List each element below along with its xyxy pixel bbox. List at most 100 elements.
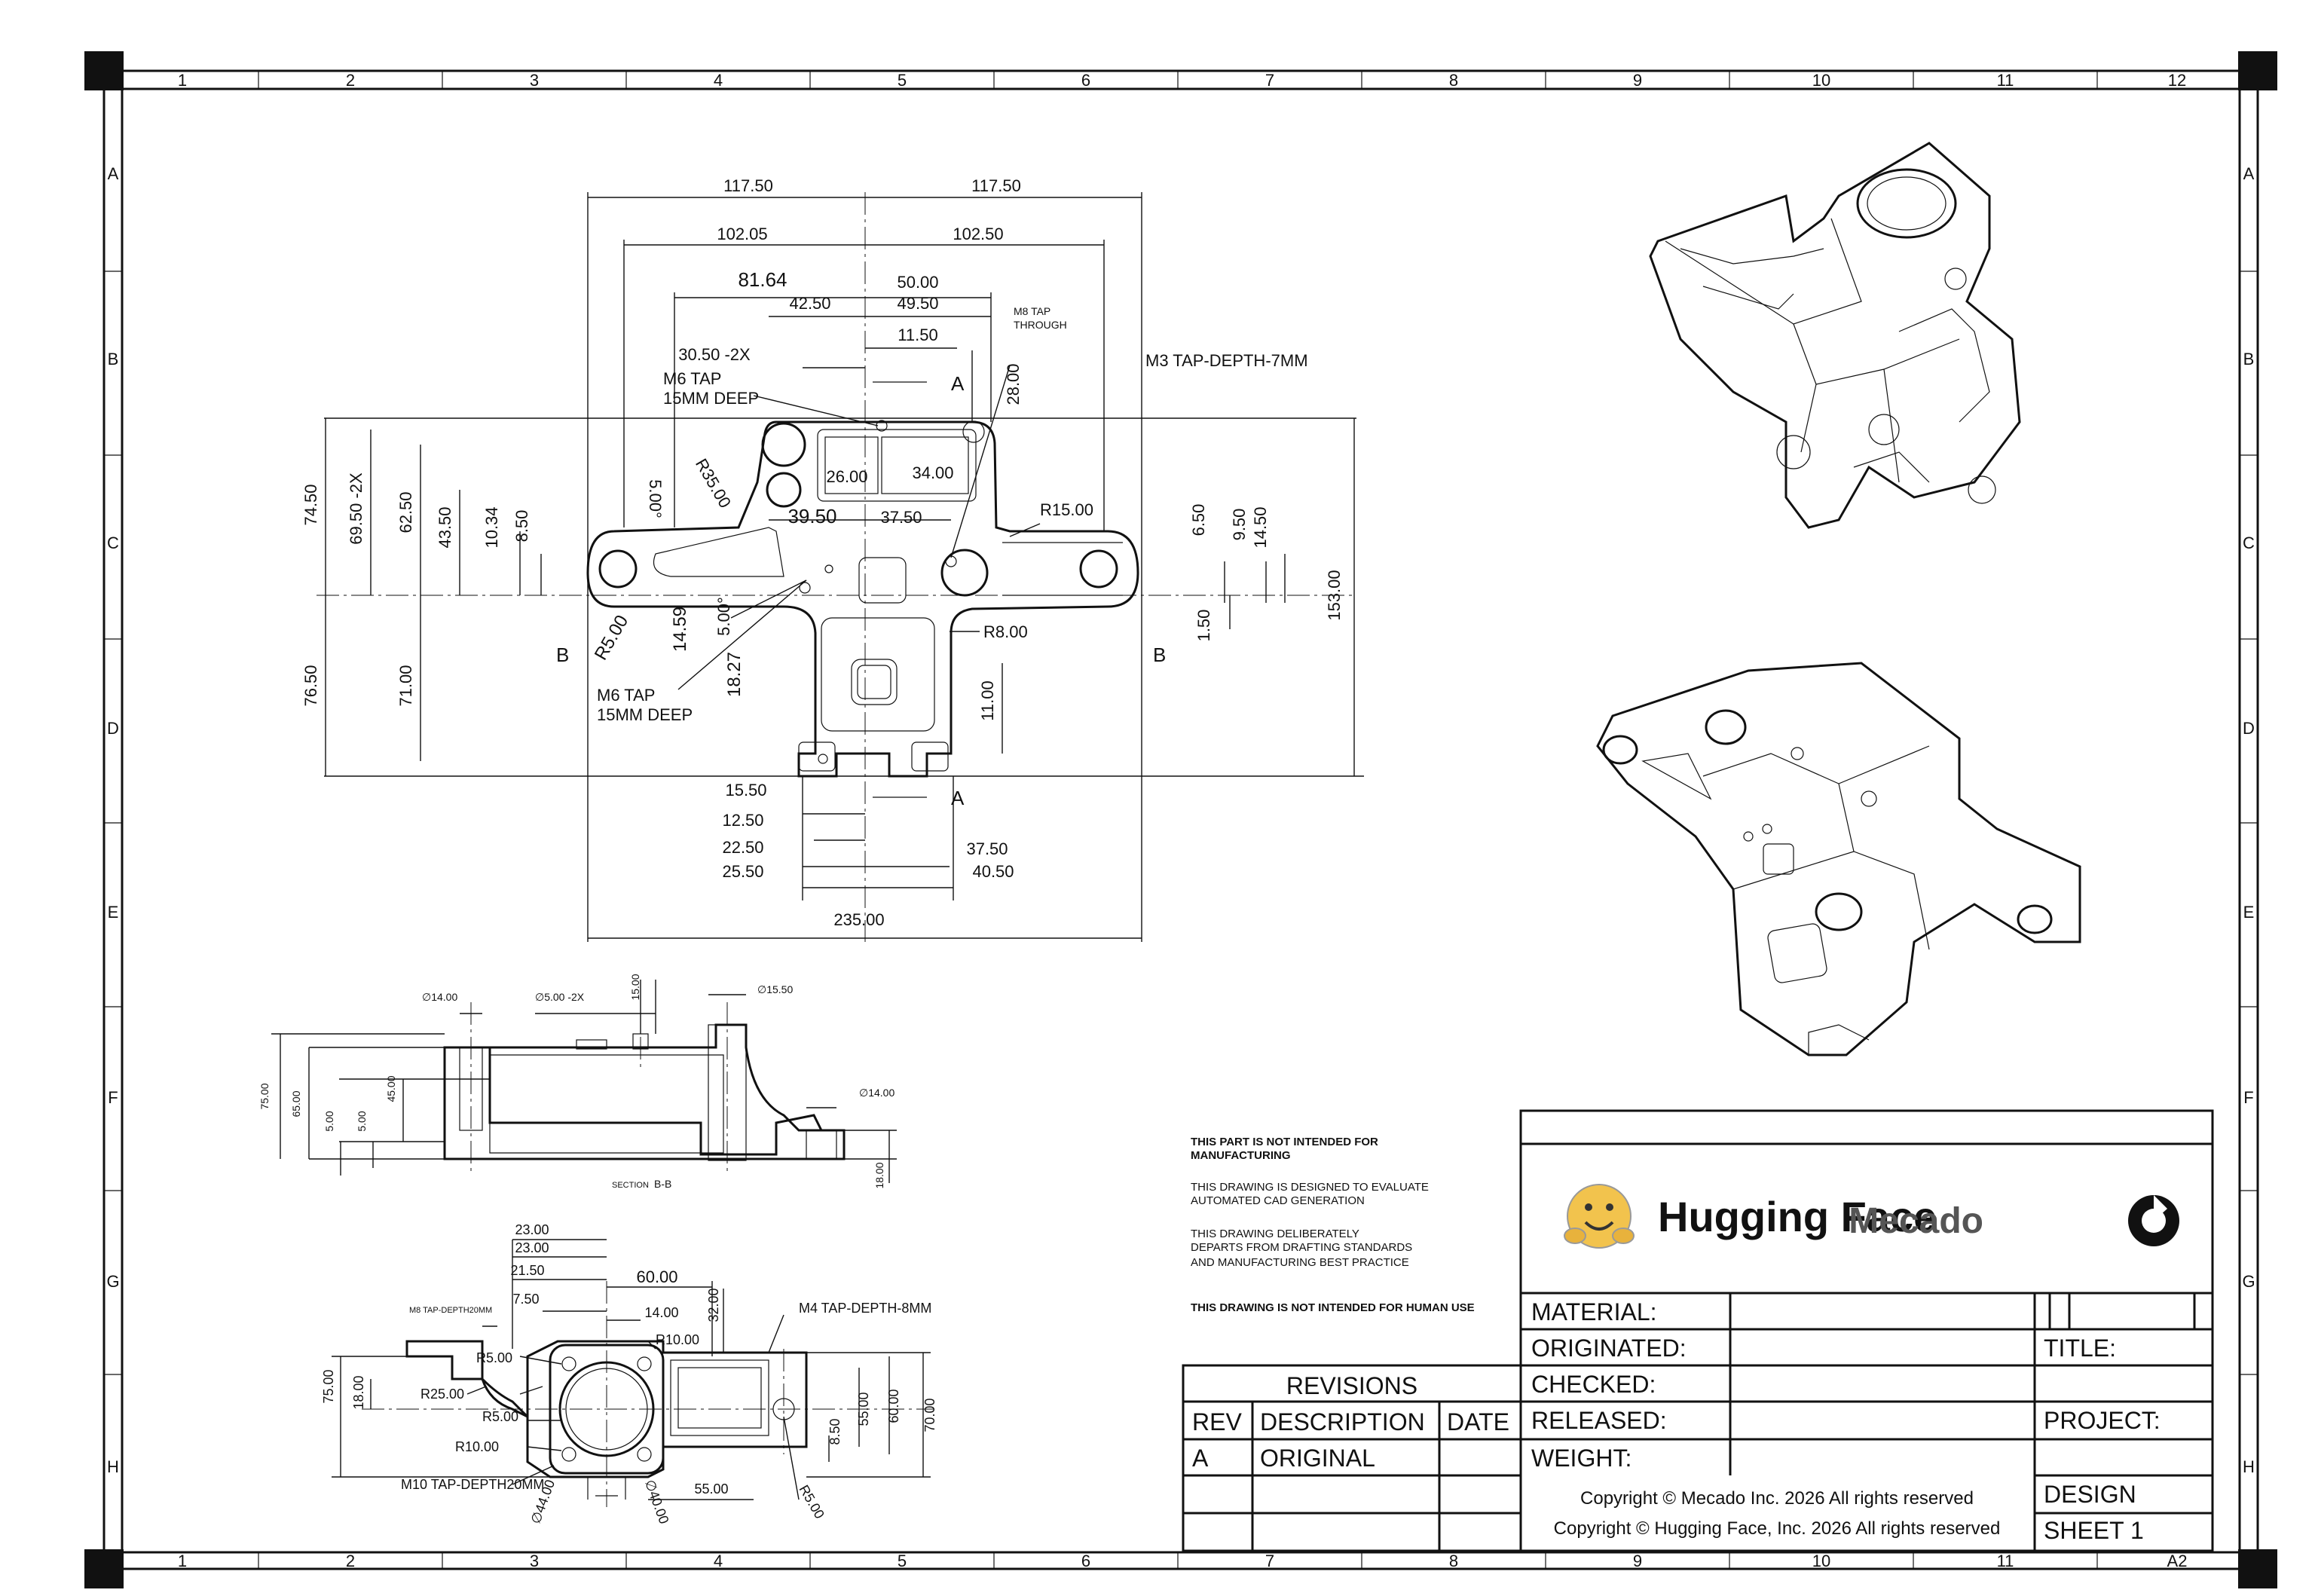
zone-row-e-right: E (2243, 903, 2255, 922)
sec-dia-14-right: ∅14.00 (859, 1087, 895, 1099)
zone-col-8-bottom: 8 (1449, 1552, 1458, 1570)
dim-8-50: 8.50 (512, 510, 531, 543)
side-radius-10-top: R10.00 (656, 1332, 699, 1347)
copyright-mecado: Copyright © Mecado Inc. 2026 All rights … (1580, 1488, 1974, 1509)
label-design: DESIGN (2044, 1481, 2136, 1508)
section-mark-b-right: B (1153, 644, 1166, 666)
note-m6-tap-top-line1: M6 TAP (663, 369, 721, 388)
sec-dim-75: 75.00 (258, 1083, 271, 1109)
side-dim-18: 18.00 (351, 1375, 366, 1409)
zone-col-7-bottom: 7 (1265, 1552, 1274, 1570)
zone-col-10: 10 (1812, 71, 1830, 90)
dim-49: 49.50 (897, 294, 938, 313)
zone-row-d-right: D (2243, 719, 2255, 738)
brand-hugging-face: Hugging Face (1658, 1193, 1937, 1240)
section-title-prefix: SECTION (612, 1181, 649, 1190)
zone-col-3: 3 (530, 71, 539, 90)
revisions-block: REVISIONS REV DESCRIPTION DATE A ORIGINA… (1182, 1364, 1522, 1552)
front-view-outline (586, 420, 1139, 778)
corner-mark-tr (2238, 51, 2277, 90)
note-4: THIS DRAWING IS NOT INTENDED FOR HUMAN U… (1191, 1301, 1475, 1314)
label-project: PROJECT: (2044, 1407, 2161, 1434)
dim-117-left: 117.50 (723, 176, 773, 195)
side-dim-23-b: 23.00 (515, 1240, 549, 1255)
title-block: Hugging Face Mecado MATERIAL: ORIGINATED… (1519, 1109, 2214, 1552)
dim-1-50: 1.50 (1194, 610, 1213, 642)
dim-39: 39.50 (787, 505, 836, 527)
note-2-line-1: THIS DRAWING IS DESIGNED TO EVALUATE (1191, 1181, 1429, 1194)
note-3-line-3: AND MANUFACTURING BEST PRACTICE (1191, 1256, 1409, 1269)
drawing-notes: THIS PART IS NOT INTENDED FOR MANUFACTUR… (1191, 1136, 1475, 1314)
brand-mecado: Mecado (1849, 1201, 1983, 1241)
section-mark-a-top: A (951, 372, 965, 395)
zone-labels-left: A B C D E F G H (106, 164, 119, 1476)
dim-25-50: 25.50 (722, 862, 763, 881)
side-dim-60: 60.00 (636, 1267, 677, 1286)
dim-6-50: 6.50 (1189, 504, 1208, 537)
radius-8: R8.00 (983, 622, 1028, 641)
note-1-line-2: MANUFACTURING (1191, 1149, 1291, 1162)
zone-row-c-right: C (2243, 534, 2255, 552)
dim-14-50: 14.50 (1251, 506, 1270, 548)
zone-row-g-right: G (2242, 1272, 2255, 1291)
note-1-line-1: THIS PART IS NOT INTENDED FOR (1191, 1136, 1378, 1148)
zone-col-6: 6 (1081, 71, 1090, 90)
zone-col-9: 9 (1633, 71, 1642, 90)
isometric-view-top (1649, 142, 2021, 529)
zone-row-b-right: B (2243, 350, 2255, 368)
note-m3-tap: M3 TAP-DEPTH-7MM (1145, 351, 1308, 370)
zone-row-f: F (108, 1088, 118, 1107)
revisions-heading: REVISIONS (1286, 1372, 1417, 1399)
sec-dim-5-right: 5.00 (356, 1111, 368, 1131)
zone-col-6-bottom: 6 (1081, 1552, 1090, 1570)
dim-30-2x: 30.50 -2X (678, 345, 751, 364)
zone-row-d: D (107, 719, 119, 738)
zone-col-4: 4 (714, 71, 723, 90)
revisions-col-date: DATE (1447, 1408, 1509, 1435)
dim-62: 62.50 (396, 491, 415, 533)
zone-col-5: 5 (898, 71, 907, 90)
side-dim-60-vertical: 60.00 (886, 1389, 901, 1423)
side-radius-5-top: R5.00 (476, 1350, 512, 1365)
note-m6-tap-top-line2: 15MM DEEP (663, 389, 759, 408)
dim-14-59: 14.59 (670, 607, 690, 652)
zone-row-g: G (106, 1272, 119, 1291)
front-view-holes (598, 420, 1118, 764)
sec-dia-14-top: ∅14.00 (422, 991, 457, 1003)
dim-26: 26.00 (826, 467, 867, 486)
label-material: MATERIAL: (1531, 1298, 1657, 1325)
angle-5-bottom: 5.00° (714, 597, 733, 636)
dim-69-2x: 69.50 -2X (347, 472, 365, 545)
side-dim-55-bottom: 55.00 (694, 1481, 728, 1497)
label-title: TITLE: (2044, 1335, 2116, 1362)
side-radius-5-bottom: R5.00 (797, 1482, 827, 1521)
dim-117-right: 117.50 (971, 176, 1021, 195)
side-dim-75: 75.00 (321, 1369, 336, 1403)
note-m6-tap-bottom-line1: M6 TAP (597, 686, 655, 705)
corner-mark-bl (84, 1549, 124, 1588)
dim-235: 235.00 (833, 910, 884, 929)
dim-10: 10.34 (482, 506, 501, 548)
side-radius-10-bottom: R10.00 (455, 1439, 499, 1454)
zone-row-h-right: H (2243, 1457, 2255, 1476)
dim-43: 43.50 (436, 506, 454, 548)
note-m8-tap-line2: THROUGH (1014, 319, 1067, 331)
zone-col-5-bottom: 5 (898, 1552, 907, 1570)
zone-col-1-bottom: 1 (178, 1552, 187, 1570)
zone-row-h: H (107, 1457, 119, 1476)
zone-row-a: A (108, 164, 119, 183)
zone-col-2-bottom: 2 (346, 1552, 355, 1570)
mecado-logo (2128, 1195, 2179, 1246)
zone-row-e: E (108, 903, 119, 922)
side-dim-8-50: 8.50 (827, 1418, 843, 1445)
revisions-col-description: DESCRIPTION (1260, 1408, 1425, 1435)
dim-74: 74.50 (301, 484, 320, 525)
side-note-m10: M10 TAP-DEPTH20MM (401, 1477, 544, 1492)
sheet-size-label: A2 (2167, 1552, 2188, 1570)
front-view-dimension-lines (324, 192, 1364, 942)
dim-42: 42.50 (789, 294, 830, 313)
zone-row-c: C (107, 534, 119, 552)
side-dim-14: 14.00 (644, 1305, 678, 1320)
dim-102-left: 102.05 (717, 225, 767, 243)
